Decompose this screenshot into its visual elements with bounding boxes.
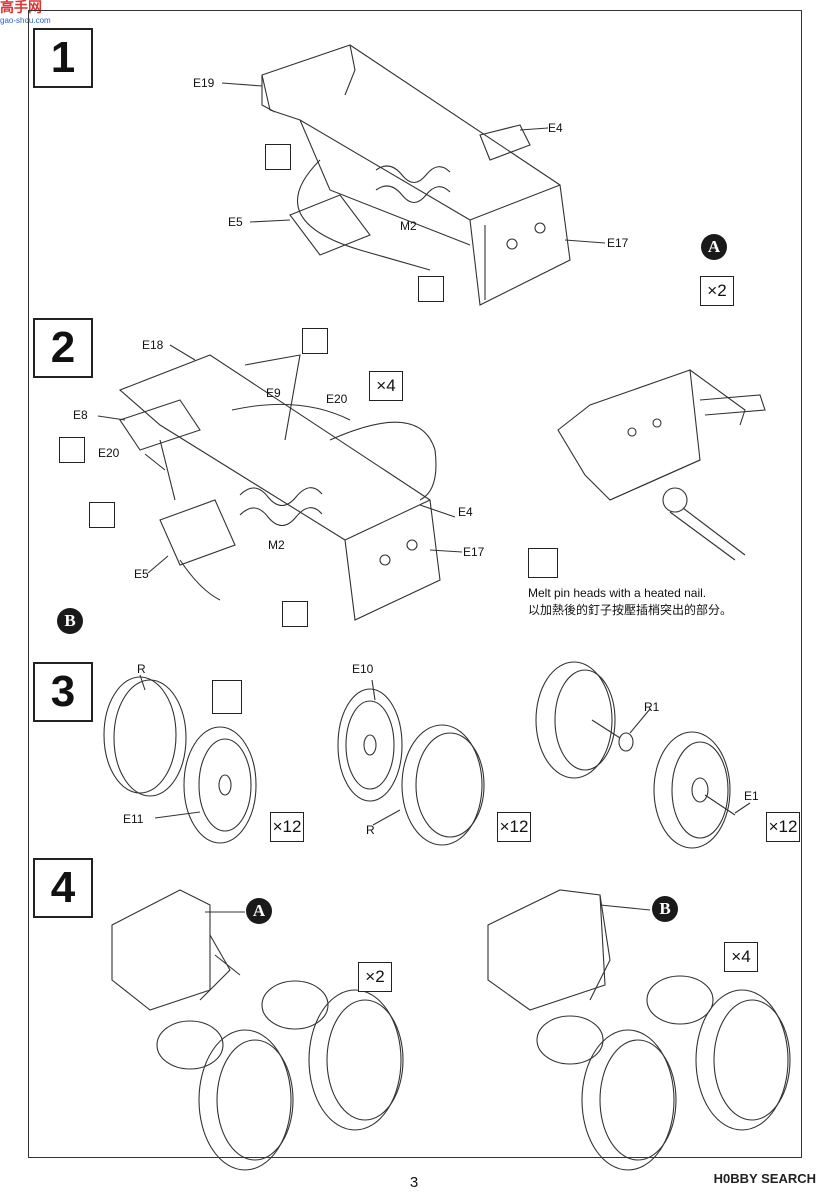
- step-3-number: 3: [33, 662, 93, 722]
- step-1-multiplier: ×2: [700, 276, 734, 306]
- part-label-e20-lower: E20: [98, 446, 120, 460]
- heated-nail-note-en: Melt pin heads with a heated nail.: [528, 586, 707, 600]
- part-label-e9: E9: [266, 386, 281, 400]
- page-number: 3: [409, 1174, 419, 1191]
- step-4-group-1-multiplier: ×2: [358, 962, 392, 992]
- part-label-m2: M2: [400, 219, 417, 233]
- part-label-m2: M2: [268, 538, 285, 552]
- subassembly-mark-b: B: [652, 896, 678, 922]
- part-label-e19: E19: [193, 76, 215, 90]
- subassembly-mark-b: B: [57, 608, 83, 634]
- part-label-e10: E10: [352, 662, 374, 676]
- step2-inset-drawing: [557, 369, 766, 561]
- step2-drawing: [118, 354, 441, 621]
- part-label-e18: E18: [142, 338, 164, 352]
- step1-drawing: [261, 44, 571, 306]
- heated-nail-note-zh: 以加熱後的釘子按壓插梢突出的部分。: [528, 603, 733, 617]
- part-label-e1: E1: [744, 789, 759, 803]
- cement-drop-icon: [212, 680, 242, 714]
- hobby-search-watermark: H0BBY SEARCH: [713, 1171, 816, 1186]
- step-4-number: 4: [33, 858, 93, 918]
- part-label-e17: E17: [463, 545, 485, 559]
- no-cement-scissors-icon: [418, 276, 444, 302]
- step3-drawing: [103, 661, 736, 849]
- step-4-group-2-multiplier: ×4: [724, 942, 758, 972]
- part-label-e8: E8: [73, 408, 88, 422]
- part-label-e4: E4: [458, 505, 473, 519]
- part-label-e5: E5: [134, 567, 149, 581]
- no-cement-scissors-icon: [265, 144, 291, 170]
- no-cement-scissors-icon: [302, 328, 328, 354]
- part-label-e4: E4: [548, 121, 563, 135]
- step-2-number: 2: [33, 318, 93, 378]
- step4-drawing: [111, 889, 791, 1171]
- part-label-r: R: [366, 823, 375, 837]
- part-label-e20: E20: [326, 392, 348, 406]
- part-label-e11: E11: [123, 812, 144, 826]
- leader-lines: [97, 82, 751, 913]
- no-cement-scissors-icon: [59, 437, 85, 463]
- subassembly-mark-a: A: [701, 234, 727, 260]
- step-2-multiplier: ×4: [369, 371, 403, 401]
- part-label-r1: R1: [644, 700, 660, 714]
- no-cement-scissors-icon: [89, 502, 115, 528]
- watermark-url: gao-shou.com: [0, 16, 51, 25]
- step-3-group-3-multiplier: ×12: [766, 812, 800, 842]
- step-1-number: 1: [33, 28, 93, 88]
- part-label-r: R: [137, 662, 146, 676]
- step-3-group-1-multiplier: ×12: [270, 812, 304, 842]
- subassembly-mark-a: A: [246, 898, 272, 924]
- part-label-e5: E5: [228, 215, 243, 229]
- page-frame: [28, 10, 802, 1158]
- no-cement-scissors-icon: [282, 601, 308, 627]
- heated-nail-icon: [528, 548, 558, 578]
- step-3-group-2-multiplier: ×12: [497, 812, 531, 842]
- part-label-e17: E17: [607, 236, 629, 250]
